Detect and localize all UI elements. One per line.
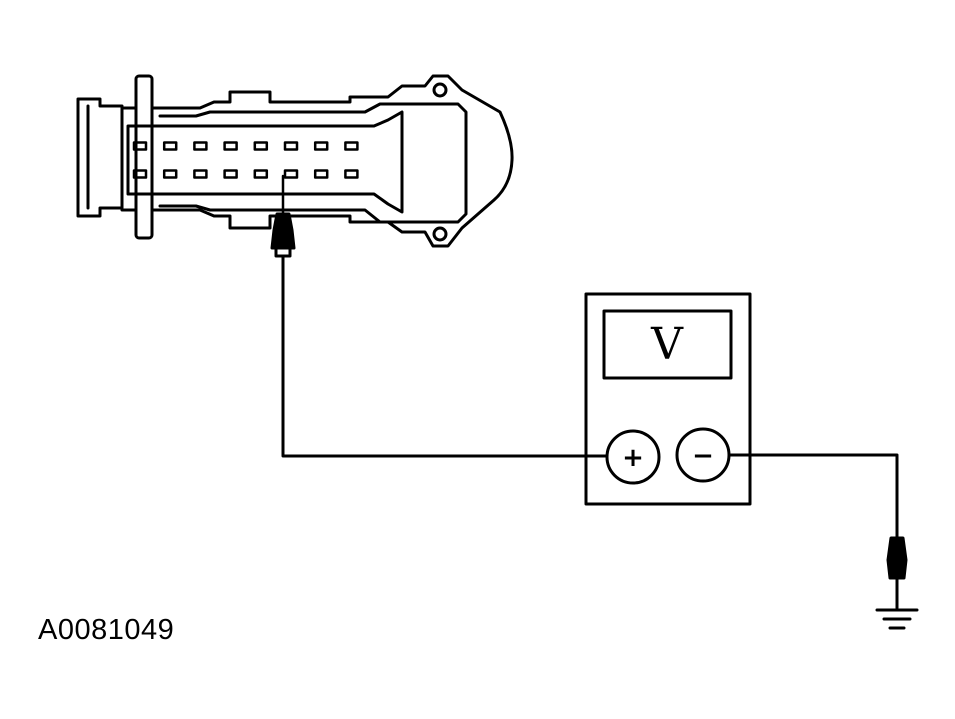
connector-end-clip: [76, 97, 124, 218]
pin-cavity: [344, 169, 359, 179]
negative-lead-wire: [727, 453, 899, 540]
positive-terminal-sign: +: [622, 443, 644, 473]
pin-cavity: [223, 141, 238, 151]
pin-cavity: [313, 169, 329, 179]
pin-cavity: [313, 141, 329, 151]
pin-cavity: [193, 169, 208, 179]
pin-cavity: [132, 169, 148, 179]
back-probe-positive: [270, 174, 296, 258]
connector-inner-shell: [158, 102, 468, 224]
voltmeter-display-symbol: V: [650, 319, 684, 370]
positive-terminal[interactable]: [605, 429, 661, 485]
figure-reference-code: A0081049: [38, 614, 175, 646]
positive-lead-wire: [281, 254, 609, 458]
pin-cavity: [344, 141, 359, 151]
pin-cavity: [132, 141, 148, 151]
ground-icon: [875, 608, 919, 630]
pin-cavity: [253, 141, 269, 151]
mounting-hole-bottom: [432, 226, 448, 242]
connector: [76, 74, 514, 248]
pin-cavity: [253, 169, 269, 179]
voltmeter-housing: [584, 292, 752, 506]
probed-pin-cavity: [283, 169, 299, 179]
connector-pin-face: [126, 110, 404, 214]
connector-flange: [134, 74, 154, 240]
pin-cavity: [283, 141, 299, 151]
pin-cavity: [193, 141, 208, 151]
ground-probe: [886, 536, 908, 610]
connector-body: [120, 74, 514, 248]
negative-terminal-sign: −: [692, 441, 714, 471]
mounting-hole-top: [432, 82, 448, 98]
pin-cavity: [162, 141, 178, 151]
voltmeter-display: [602, 309, 733, 380]
pin-cavity: [162, 169, 178, 179]
pin-cavities: [132, 141, 359, 179]
pin-cavity: [223, 169, 238, 179]
